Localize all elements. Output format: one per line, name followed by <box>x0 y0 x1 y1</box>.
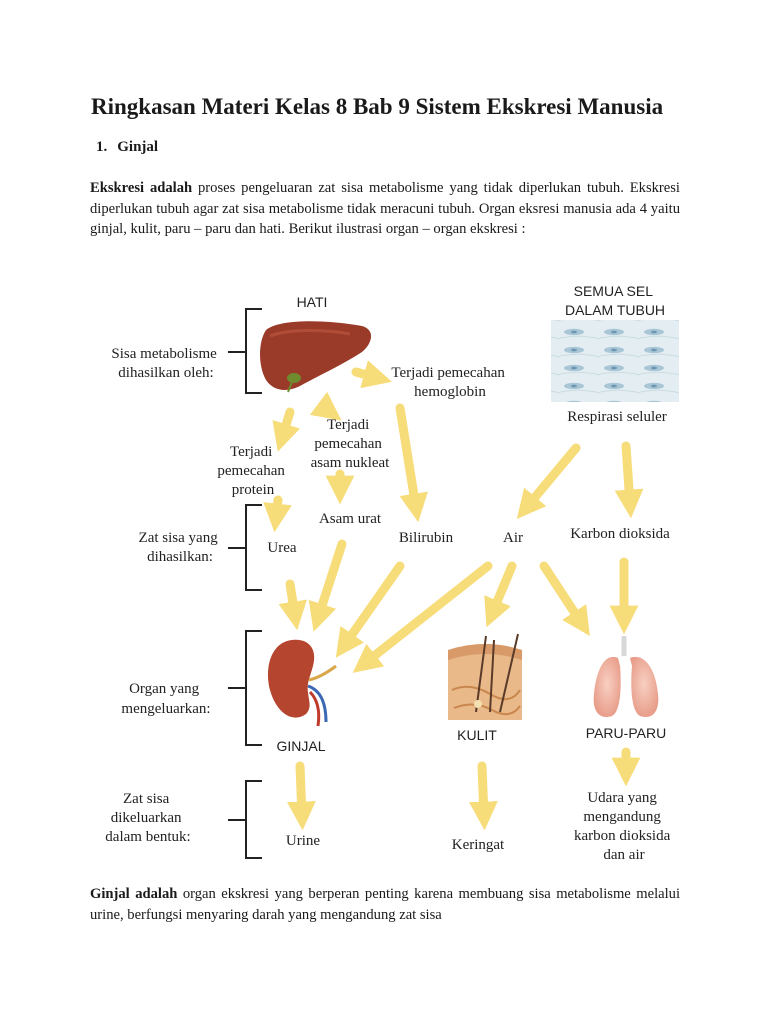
air-label: Air <box>503 530 523 546</box>
arrow-resp-air <box>516 443 581 520</box>
arrow-ginjal-urine <box>287 761 316 831</box>
udara-l2: mengandung <box>583 809 661 825</box>
bilirubin-label: Bilirubin <box>399 530 454 546</box>
arrow-liver-hemo <box>351 360 392 389</box>
page-title: Ringkasan Materi Kelas 8 Bab 9 Sistem Ek… <box>91 94 664 119</box>
section-heading: 1. Ginjal <box>96 139 168 156</box>
cells-image <box>551 320 679 402</box>
udara-l1: Udara yang <box>587 790 657 806</box>
udara-l4: dan air <box>603 847 644 863</box>
section-number: 1. <box>96 139 108 155</box>
label-waste: Zat sisa yang dihasilkan: <box>139 530 222 565</box>
hati-label: HATI <box>297 294 328 310</box>
ginjal-bold: Ginjal adalah <box>90 886 178 902</box>
process-protein-l3: protein <box>232 482 275 498</box>
label-organs-l1: Organ yang <box>129 681 200 697</box>
udara-l3: karbon dioksida <box>574 828 671 844</box>
ginjal-paragraph: Ginjal adalah organ ekskresi yang berper… <box>90 884 680 925</box>
bracket-forms <box>228 780 262 859</box>
arrow-air-paru <box>539 561 590 637</box>
intro-text: proses pengeluaran zat sisa metabolisme … <box>90 180 680 237</box>
respirasi-label: Respirasi seluler <box>567 409 667 425</box>
skin-image <box>448 633 522 720</box>
process-nukleat: Terjadi pemecahan asam nukleat <box>311 417 391 471</box>
label-producers: Sisa metabolisme dihasilkan oleh: <box>111 346 220 381</box>
ginjal-text: organ ekskresi yang berperan penting kar… <box>90 886 681 923</box>
arrow-liver-bilirubin <box>395 403 428 523</box>
liver-image <box>260 321 372 393</box>
bracket-producers <box>228 308 262 394</box>
process-hemoglobin-l1: Terjadi pemecahan <box>391 365 505 381</box>
udara-label: Udara yang mengandung karbon dioksida da… <box>574 790 674 863</box>
label-organs-l2: mengeluarkan: <box>121 701 210 717</box>
label-waste-l2: dihasilkan: <box>147 549 213 565</box>
label-waste-l1: Zat sisa yang <box>139 530 219 546</box>
paru-label: PARU-PARU <box>586 725 666 741</box>
label-organs: Organ yang mengeluarkan: <box>121 681 210 717</box>
process-nukleat-l3: asam nukleat <box>311 455 391 471</box>
process-nukleat-l2: pemecahan <box>314 436 382 452</box>
label-producers-l2: dihasilkan oleh: <box>118 365 213 381</box>
arrow-resp-karbon <box>614 441 644 519</box>
label-forms: Zat sisa dikeluarkan dalam bentuk: <box>105 791 190 845</box>
process-hemoglobin: Terjadi pemecahan hemoglobin <box>391 365 508 400</box>
karbon-label: Karbon dioksida <box>570 526 670 542</box>
urea-label: Urea <box>267 540 296 556</box>
intro-paragraph: Ekskresi adalah proses pengeluaran zat s… <box>90 178 680 240</box>
process-hemoglobin-l2: hemoglobin <box>414 384 486 400</box>
kulit-label: KULIT <box>457 727 497 743</box>
label-forms-l1: Zat sisa <box>123 791 170 807</box>
keringat-label: Keringat <box>452 837 505 853</box>
process-nukleat-l1: Terjadi <box>327 417 369 433</box>
arrow-urea-ginjal <box>278 579 308 631</box>
label-forms-l3: dalam bentuk: <box>105 829 190 845</box>
sel-label-l2: DALAM TUBUH <box>565 302 665 318</box>
intro-bold: Ekskresi adalah <box>90 180 193 196</box>
arrow-kulit-keringat <box>469 761 498 831</box>
ginjal-label: GINJAL <box>276 738 325 754</box>
process-protein: Terjadi pemecahan protein <box>217 444 288 498</box>
lungs-image <box>593 636 659 718</box>
sel-label-l1: SEMUA SEL <box>574 283 654 299</box>
arrow-liver-protein <box>272 407 300 452</box>
arrow-asam-ginjal <box>308 539 347 632</box>
arrow-air-kulit <box>484 561 517 628</box>
kidney-image <box>268 639 337 727</box>
urine-label: Urine <box>286 833 320 849</box>
process-protein-l2: pemecahan <box>217 463 285 479</box>
label-forms-l2: dikeluarkan <box>111 810 182 826</box>
arrow-liver-nukleat <box>309 391 342 421</box>
process-protein-l1: Terjadi <box>230 444 272 460</box>
arrow-protein-urea <box>263 495 292 533</box>
excretion-diagram: Sisa metabolisme dihasilkan oleh: Zat si… <box>105 283 679 863</box>
label-producers-l1: Sisa metabolisme <box>111 346 217 362</box>
bracket-waste <box>228 504 262 591</box>
arrow-air-ginjal <box>352 561 493 673</box>
sel-label: SEMUA SEL DALAM TUBUH <box>565 283 665 318</box>
bracket-organs <box>228 630 262 746</box>
section-label: Ginjal <box>117 139 159 155</box>
arrow-bilirubin-ginjal <box>335 561 405 658</box>
asam-urat-label: Asam urat <box>319 511 382 527</box>
